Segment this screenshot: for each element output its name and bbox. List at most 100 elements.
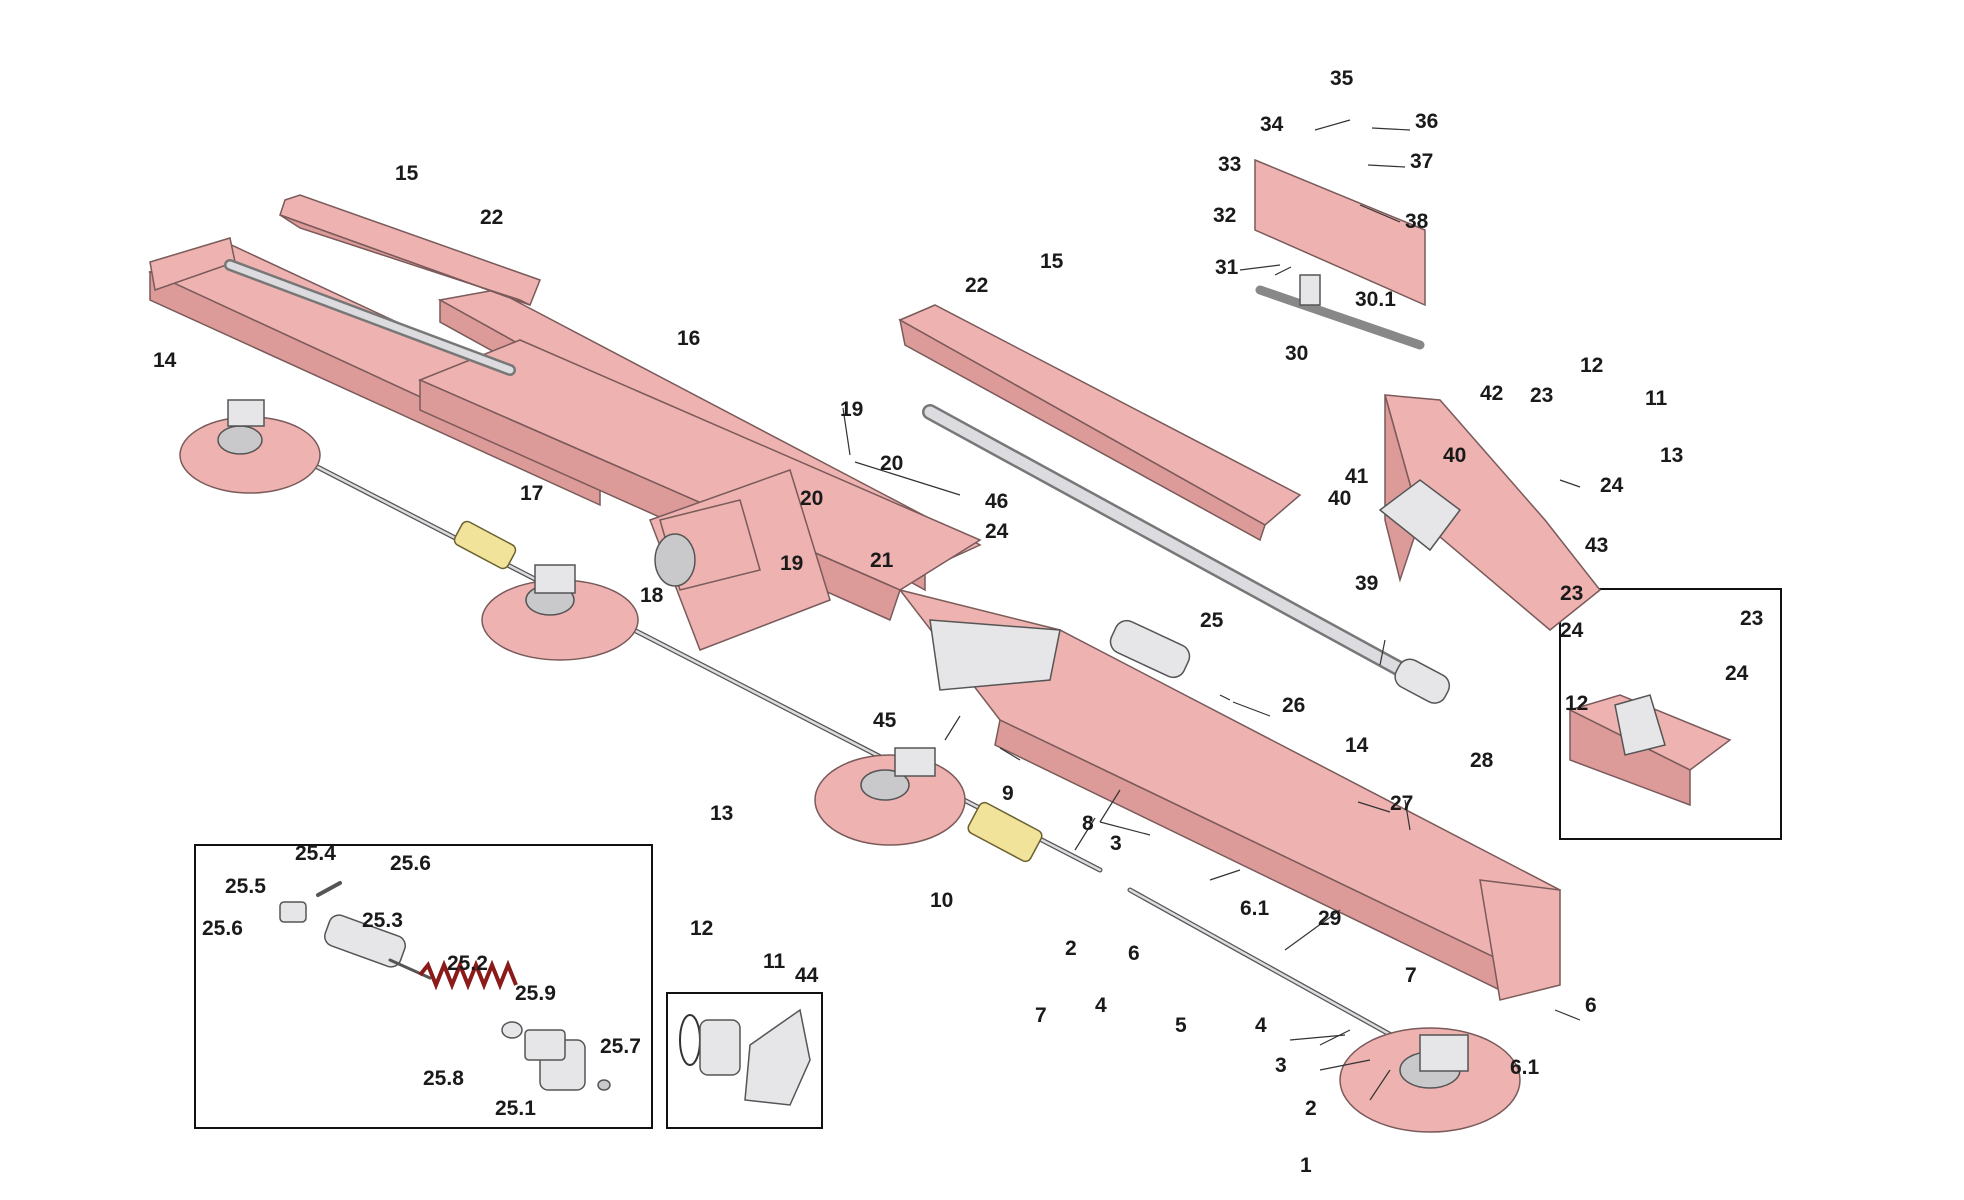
coupling-upper bbox=[453, 520, 517, 570]
label-19: 19 bbox=[840, 398, 863, 421]
label-23: 23 bbox=[1740, 607, 1763, 630]
label-14: 14 bbox=[1345, 734, 1369, 757]
label-30: 30 bbox=[1285, 342, 1308, 365]
label-40: 40 bbox=[1328, 487, 1351, 510]
gearbox-18 bbox=[654, 499, 761, 591]
label-35: 35 bbox=[1330, 67, 1354, 90]
label-12: 12 bbox=[1565, 692, 1588, 715]
label-4: 4 bbox=[1095, 994, 1107, 1017]
label-25-2: 25.2 bbox=[447, 952, 488, 975]
label-37: 37 bbox=[1410, 150, 1433, 173]
detail-box-bracket bbox=[1559, 588, 1782, 840]
label-22: 22 bbox=[480, 206, 503, 229]
label-25-5: 25.5 bbox=[225, 875, 266, 898]
label-20: 20 bbox=[800, 487, 823, 510]
label-25-6: 25.6 bbox=[390, 852, 431, 875]
detail-box-bearing-44 bbox=[666, 992, 823, 1129]
label-25-6: 25.6 bbox=[202, 917, 243, 940]
label-1: 1 bbox=[1300, 1154, 1312, 1177]
label-7: 7 bbox=[1035, 1004, 1047, 1027]
label-8: 8 bbox=[1082, 812, 1094, 835]
bracket-detail-parts bbox=[1567, 694, 1732, 807]
label-25-1: 25.1 bbox=[495, 1097, 536, 1120]
cutter-disc-2 bbox=[481, 564, 639, 661]
label-14: 14 bbox=[153, 349, 177, 372]
cutter-disc-1 bbox=[1339, 1027, 1521, 1133]
label-5: 5 bbox=[1175, 1014, 1187, 1037]
label-15: 15 bbox=[1040, 250, 1064, 273]
label-34: 34 bbox=[1260, 113, 1284, 136]
tube-22-right bbox=[922, 404, 1451, 704]
label-2: 2 bbox=[1065, 937, 1077, 960]
label-25-7: 25.7 bbox=[600, 1035, 641, 1058]
label-20: 20 bbox=[880, 452, 903, 475]
label-43: 43 bbox=[1585, 534, 1608, 557]
label-9: 9 bbox=[1002, 782, 1014, 805]
label-33: 33 bbox=[1218, 153, 1241, 176]
cutter-disc-left bbox=[179, 399, 321, 494]
label-23: 23 bbox=[1530, 384, 1553, 407]
actuator-detail-parts bbox=[279, 881, 611, 1091]
label-6: 6 bbox=[1128, 942, 1140, 965]
inset-top-right bbox=[1254, 158, 1426, 350]
label-28: 28 bbox=[1470, 749, 1494, 772]
label-30-1: 30.1 bbox=[1355, 288, 1396, 311]
label-24: 24 bbox=[1560, 619, 1584, 642]
label-36: 36 bbox=[1415, 110, 1438, 133]
part-labels: 1 2 2 3 3 4 4 5 6 6 6.1 6.1 7 7 8 9 10 1… bbox=[153, 67, 1763, 1177]
label-6-1: 6.1 bbox=[1240, 897, 1270, 920]
label-25: 25 bbox=[1200, 609, 1224, 632]
label-46: 46 bbox=[985, 490, 1008, 513]
label-45: 45 bbox=[873, 709, 897, 732]
label-32: 32 bbox=[1213, 204, 1236, 227]
label-24: 24 bbox=[985, 520, 1009, 543]
coupling-10 bbox=[967, 801, 1043, 863]
cover-15-left bbox=[279, 194, 541, 306]
label-11: 11 bbox=[1645, 387, 1668, 410]
label-25-8: 25.8 bbox=[423, 1067, 464, 1090]
label-25-9: 25.9 bbox=[515, 982, 556, 1005]
label-11: 11 bbox=[763, 950, 786, 973]
cover-15-right bbox=[898, 304, 1302, 542]
label-18: 18 bbox=[640, 584, 664, 607]
label-4: 4 bbox=[1255, 1014, 1267, 1037]
label-39: 39 bbox=[1355, 572, 1378, 595]
inset-right-middle bbox=[1378, 394, 1602, 631]
label-22: 22 bbox=[965, 274, 988, 297]
label-26: 26 bbox=[1282, 694, 1305, 717]
bearing-detail-parts bbox=[679, 1008, 811, 1106]
label-29: 29 bbox=[1318, 907, 1341, 930]
label-24: 24 bbox=[1600, 474, 1624, 497]
leader-lines bbox=[842, 119, 1581, 1101]
label-6-1: 6.1 bbox=[1510, 1056, 1540, 1079]
label-23: 23 bbox=[1560, 582, 1583, 605]
label-19: 19 bbox=[780, 552, 803, 575]
label-42: 42 bbox=[1480, 382, 1503, 405]
label-7: 7 bbox=[1405, 964, 1417, 987]
label-25-4: 25.4 bbox=[295, 842, 336, 865]
label-17: 17 bbox=[520, 482, 543, 505]
label-24: 24 bbox=[1725, 662, 1749, 685]
actuator-25 bbox=[1109, 619, 1191, 679]
label-3: 3 bbox=[1110, 832, 1122, 855]
label-21: 21 bbox=[870, 549, 894, 572]
label-12: 12 bbox=[690, 917, 713, 940]
label-15: 15 bbox=[395, 162, 419, 185]
label-31: 31 bbox=[1215, 256, 1239, 279]
label-13: 13 bbox=[710, 802, 733, 825]
label-16: 16 bbox=[677, 327, 700, 350]
label-44: 44 bbox=[795, 964, 819, 987]
label-27: 27 bbox=[1390, 792, 1413, 815]
label-38: 38 bbox=[1405, 210, 1429, 233]
label-12: 12 bbox=[1580, 354, 1603, 377]
label-10: 10 bbox=[930, 889, 953, 912]
label-40: 40 bbox=[1443, 444, 1466, 467]
cutter-disc-3 bbox=[814, 747, 966, 846]
detail-box-actuator bbox=[194, 844, 653, 1129]
label-25-3: 25.3 bbox=[362, 909, 403, 932]
label-6: 6 bbox=[1585, 994, 1597, 1017]
label-3: 3 bbox=[1275, 1054, 1287, 1077]
tube-22-left bbox=[224, 259, 516, 376]
label-41: 41 bbox=[1345, 465, 1369, 488]
